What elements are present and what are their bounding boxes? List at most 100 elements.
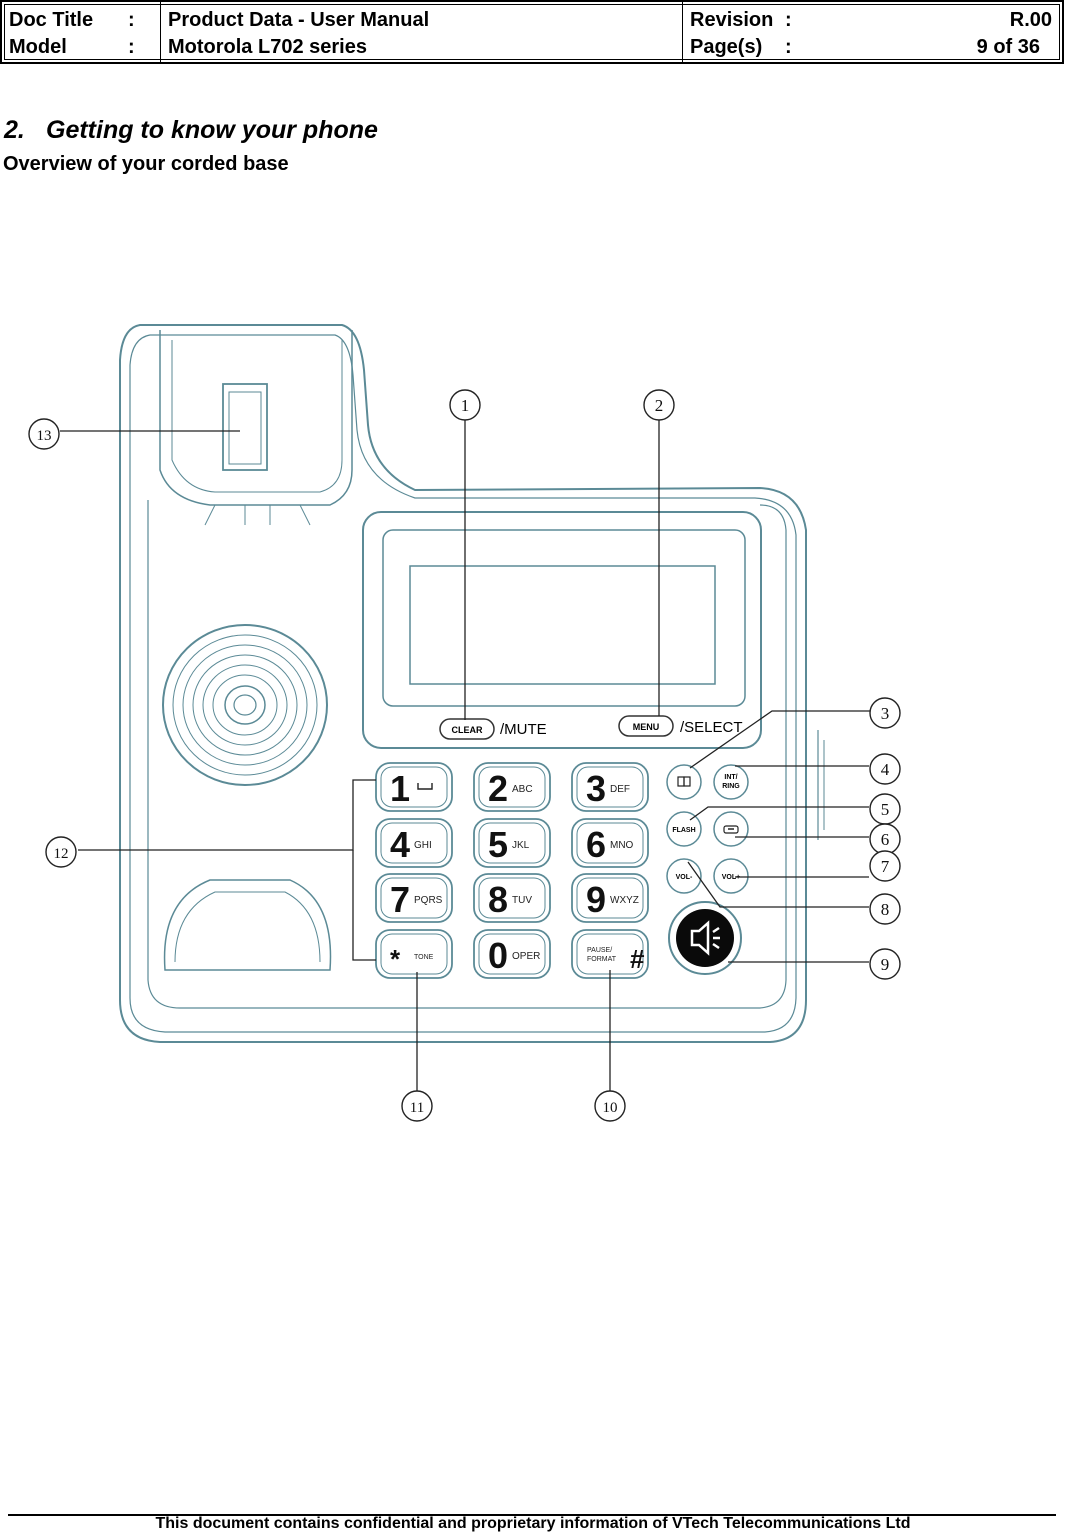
- key-letters: OPER: [512, 951, 540, 962]
- revision-label: Revision: [690, 9, 774, 31]
- speaker-icon: [690, 920, 720, 956]
- key-digit: 8: [488, 879, 508, 920]
- callout-7-circle: [869, 850, 901, 882]
- base-outline: [119, 324, 807, 1043]
- flash-button[interactable]: [666, 811, 702, 847]
- key-body: [375, 818, 453, 868]
- key-digit: 0: [488, 935, 508, 976]
- callout-9-label: 9: [881, 955, 890, 974]
- key-letters: TONE: [414, 954, 434, 961]
- callout-4-circle: [869, 753, 901, 785]
- flash-label: FLASH: [672, 827, 695, 834]
- key-digit: #: [630, 944, 645, 974]
- key-9[interactable]: 9 WXYZ: [571, 873, 649, 923]
- callout-3-label: 3: [881, 704, 890, 723]
- key-body: [571, 873, 649, 923]
- footer-confidential: This document contains confidential and …: [155, 1515, 911, 1532]
- handset-cradle-bottom: [163, 879, 332, 971]
- callout-3-circle: [869, 697, 901, 729]
- speaker-grille: [162, 624, 328, 786]
- key-body: [571, 762, 649, 812]
- header-label-cell: [2, 2, 161, 62]
- key-body: [571, 818, 649, 868]
- key-star[interactable]: * TONE: [375, 929, 453, 979]
- phonebook-icon: [677, 776, 691, 787]
- caller-id-icon: [723, 825, 739, 834]
- key-3[interactable]: 3 DEF: [571, 762, 649, 812]
- key-letters: WXYZ: [610, 895, 639, 906]
- base-inner-outline: [129, 334, 797, 1033]
- key-digit: 6: [586, 824, 606, 865]
- callout-7-label: 7: [881, 857, 890, 876]
- int-ring-label: INT/RING: [722, 774, 740, 790]
- callout-13-circle: [28, 418, 60, 450]
- vol-minus-label: VOL-: [676, 874, 693, 881]
- section-title: Getting to know your phone: [46, 116, 378, 144]
- voicemail-icon: [417, 783, 433, 790]
- callout-1-circle: [449, 389, 481, 421]
- section-heading: 2.Getting to know your phone: [4, 116, 378, 145]
- key-inner: [576, 766, 644, 808]
- key-letters: GHI: [414, 840, 432, 851]
- callout-10-label: 10: [603, 1100, 618, 1116]
- key-digit: 5: [488, 824, 508, 865]
- key-digit: 2: [488, 768, 508, 809]
- pages-colon: :: [785, 36, 792, 58]
- doc-title-label: Doc Title: [9, 9, 94, 31]
- model-value: Motorola L702 series: [168, 36, 367, 58]
- body-panel: [147, 500, 787, 1009]
- clear-button[interactable]: [439, 718, 495, 740]
- callout-12-circle: [45, 836, 77, 868]
- key-digit: 3: [586, 768, 606, 809]
- callout-5-label: 5: [881, 800, 890, 819]
- mute-label: /MUTE: [500, 721, 547, 738]
- key-letters: PQRS: [414, 895, 443, 906]
- key-body: [375, 929, 453, 979]
- callout-10-circle: [594, 1090, 626, 1122]
- callout-12-label: 12: [54, 846, 69, 862]
- key-body: [473, 873, 551, 923]
- doc-title-colon: :: [128, 9, 135, 31]
- callout-6-label: 6: [881, 830, 890, 849]
- header-title-cell: [161, 2, 683, 62]
- key-5[interactable]: 5 JKL: [473, 818, 551, 868]
- key-digit: *: [390, 944, 401, 974]
- key-inner: [478, 877, 546, 919]
- revision-value: R.00: [1009, 9, 1052, 31]
- section-subtitle: Overview of your corded base: [3, 153, 289, 175]
- header-frame: [4, 4, 1060, 60]
- callout-9-circle: [869, 948, 901, 980]
- key-8[interactable]: 8 TUV: [473, 873, 551, 923]
- key-pound[interactable]: #PAUSE/FORMAT: [571, 929, 649, 979]
- key-inner: [478, 766, 546, 808]
- lcd-screen: [409, 565, 716, 685]
- key-inner: [576, 877, 644, 919]
- key-2[interactable]: 2 ABC: [473, 762, 551, 812]
- key-inner: [478, 822, 546, 864]
- key-body: [375, 873, 453, 923]
- pages-value: 9 of 36: [976, 36, 1040, 58]
- key-letters: JKL: [512, 840, 530, 851]
- key-letters: DEF: [610, 784, 630, 795]
- key-inner: [380, 822, 448, 864]
- key-body: [375, 762, 453, 812]
- menu-button[interactable]: [618, 715, 674, 737]
- vol-plus-button[interactable]: [713, 858, 749, 894]
- key-body: [473, 929, 551, 979]
- handset-cradle-inner: [171, 340, 343, 493]
- handset-cradle-top: [159, 330, 353, 506]
- pages-label: Page(s): [690, 36, 763, 58]
- key-0[interactable]: 0 OPER: [473, 929, 551, 979]
- int-ring-button[interactable]: [713, 764, 749, 800]
- key-digit: 9: [586, 879, 606, 920]
- key-letters: ABC: [512, 784, 533, 795]
- clear-label: CLEAR: [452, 725, 483, 735]
- key-1[interactable]: 1: [375, 762, 453, 812]
- model-label: Model: [9, 36, 67, 58]
- display-bezel: [362, 511, 762, 749]
- key-inner: [576, 822, 644, 864]
- key-letters: TUV: [512, 895, 532, 906]
